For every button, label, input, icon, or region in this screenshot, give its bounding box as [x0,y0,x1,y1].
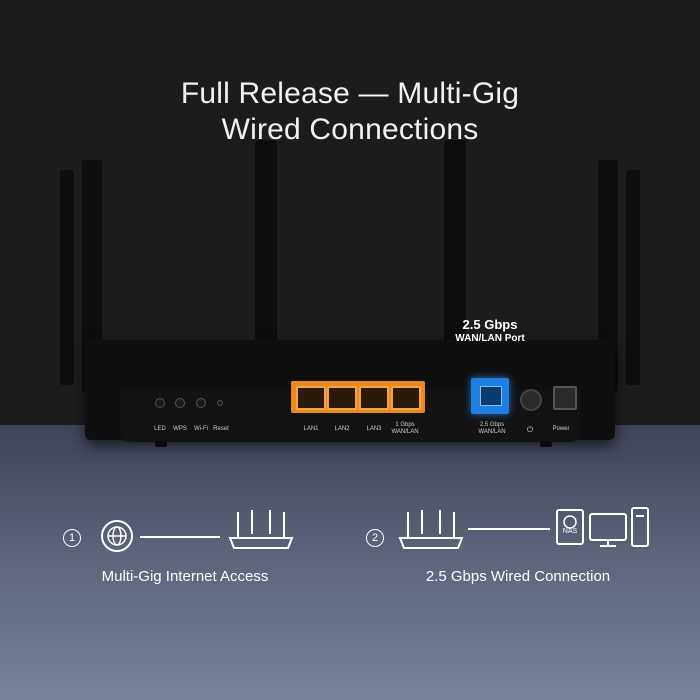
lan1-label: LAN1 [303,426,319,432]
nas-label: NAS [562,528,578,535]
lan2-port[interactable] [327,386,357,410]
wps-button[interactable] [175,398,185,408]
wan-lan-1g-port[interactable] [391,386,421,410]
power-button[interactable] [520,389,542,411]
desktop-pc-icon [589,507,649,547]
step-number-1: 1 [63,529,81,547]
antenna [82,160,102,392]
nas-icon [556,509,584,545]
led-button[interactable] [155,398,165,408]
ethernet-port-icon [480,386,502,406]
lan2-label: LAN2 [334,426,350,432]
router-foot [540,441,552,447]
power-label: Power [552,426,570,432]
reset-label: Reset [213,426,229,432]
cable-icon [140,536,220,538]
diagram-2-caption: 2.5 Gbps Wired Connection [425,568,611,585]
led-label: LED [154,426,166,432]
wifi-button[interactable] [196,398,206,408]
power-icon: ⏻ [526,425,534,434]
step-number-2: 2 [366,529,384,547]
antenna [626,170,640,385]
headline-line-1: Full Release — Multi-Gig [180,77,520,110]
antenna [598,160,618,392]
headline-line-2: Wired Connections [221,113,479,146]
router-icon [228,510,294,549]
callout-port-type: WAN/LAN Port [455,333,525,344]
globe-icon [101,520,133,552]
antenna [444,140,466,350]
diagram-1-caption: Multi-Gig Internet Access [101,568,269,585]
wan-lan-2-5g-label: 2.5 Gbps WAN/LAN [478,422,506,435]
lan1-port[interactable] [296,386,326,410]
router-icon [398,510,464,549]
wan-port-callout: 2.5 Gbps WAN/LAN Port [420,317,560,345]
antenna [60,170,74,385]
callout-speed: 2.5 Gbps [462,317,518,332]
router-foot [155,441,167,447]
wps-label: WPS [173,426,187,432]
wan-lan-1g-label: 1 Gbps WAN/LAN [391,422,419,435]
wifi-label: Wi-Fi [194,426,208,432]
power-jack [553,386,577,410]
cable-icon [468,528,550,530]
gradient-background [0,425,700,700]
lan3-label: LAN3 [366,426,382,432]
antenna [255,140,277,350]
lan3-port[interactable] [359,386,389,410]
reset-button[interactable] [217,400,223,406]
